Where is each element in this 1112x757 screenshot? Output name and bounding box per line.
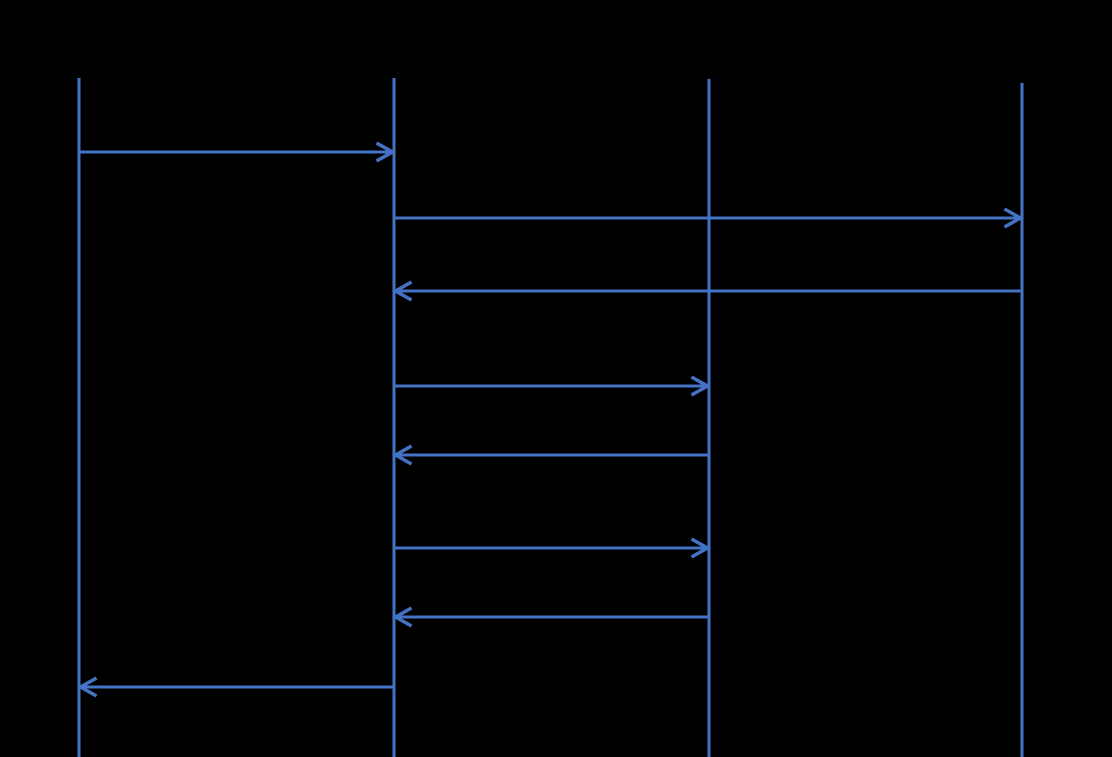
message-arrowhead-2 xyxy=(1003,207,1025,229)
message-arrowhead-8 xyxy=(76,676,98,698)
message-arrowhead-6 xyxy=(690,537,712,559)
message-arrowhead-7 xyxy=(391,606,413,628)
message-arrowhead-1 xyxy=(375,141,397,163)
message-arrowhead-4 xyxy=(690,375,712,397)
message-arrowhead-5 xyxy=(391,444,413,466)
message-arrowhead-3 xyxy=(391,280,413,302)
